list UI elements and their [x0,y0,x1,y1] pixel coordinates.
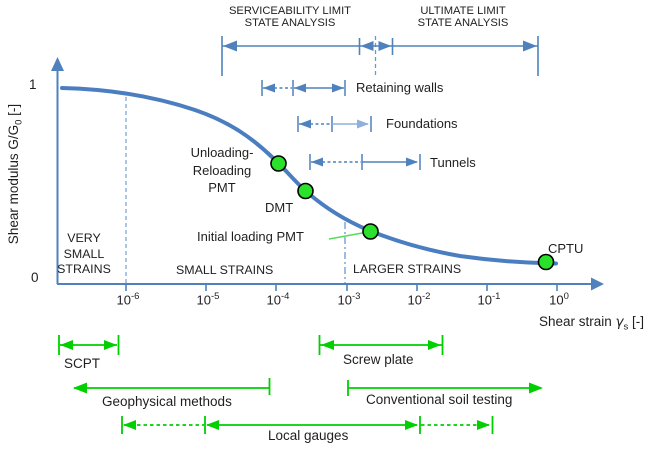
x-tick-1e-6: 10-6 [116,291,140,308]
x-axis-title: Shear strain γs [-] [538,314,644,333]
sls-right-arrowhead-icon [360,41,374,51]
ultimate-limit-state-label: ULTIMATE LIMIT STATE ANALYSIS [417,5,509,29]
screw-plate-arrow [318,335,444,355]
x-axis-arrowhead-icon [591,277,604,291]
initial-loading-pmt-point [362,223,379,240]
x-tick-1e-3: 10-3 [337,291,361,308]
retaining-walls-label: Retaining walls [356,80,444,95]
retaining-walls-arrow [261,80,346,96]
cptu-point [537,253,555,271]
local-gauges-label: Local gauges [268,428,349,443]
uls-left-arrowhead-icon [378,41,392,51]
x-tick-1e0: 100 [549,291,569,308]
tunnels-arrow [309,154,421,170]
x-tick-1e-5: 10-5 [196,291,220,308]
gamma-symbol: γ [615,314,624,330]
foundations-arrow [297,116,372,132]
small-strains-label: SMALL STRAINS [176,263,274,277]
x-tick-1e-1: 10-1 [477,291,501,308]
geophysical-methods-arrow [73,378,271,395]
y-axis-arrowhead-icon [51,57,64,71]
dmt-point [297,182,314,200]
conventional-soil-testing-label: Conventional soil testing [366,392,513,407]
x-tick-1e-4: 10-4 [266,291,290,308]
degradation-curve [60,86,558,266]
x-axis-ticks [125,284,558,291]
axes [51,57,604,291]
test-points [270,155,555,271]
geophysical-methods-label: Geophysical methods [102,394,232,409]
cptu-label: CPTU [548,241,584,256]
conventional-soil-testing-arrow [347,380,543,396]
x-tick-1e-2: 10-2 [407,291,431,308]
region-boundary-lines [125,36,377,283]
serviceability-limit-state-label: SERVICEABILITY LIMIT STATE ANALYSIS [228,5,352,29]
sls-left-arrowhead-icon [223,40,237,52]
limit-state-arrows [221,36,539,76]
uls-right-arrowhead-icon [523,40,537,52]
dmt-label: DMT [265,200,294,215]
y-tick-zero: 0 [31,270,39,285]
scpt-arrow [58,335,120,355]
tunnels-label: Tunnels [430,155,476,170]
larger-strains-label: LARGER STRAINS [353,262,462,276]
scpt-label: SCPT [64,356,101,371]
initial-pmt-leader-line [328,231,366,240]
y-tick-one: 1 [29,77,37,92]
initial-loading-pmt-label: Initial loading PMT [197,229,304,244]
unloading-reloading-pmt-point [270,155,287,172]
foundations-label: Foundations [386,116,458,131]
very-small-strains-label: VERY SMALL STRAINS [57,231,111,276]
local-gauges-arrow [121,416,494,434]
unloading-reloading-pmt-label: Unloading- Reloading PMT [190,145,254,195]
screw-plate-label: Screw plate [343,352,414,367]
y-axis-title: Shear modulus G/G0 [-] [6,103,25,245]
